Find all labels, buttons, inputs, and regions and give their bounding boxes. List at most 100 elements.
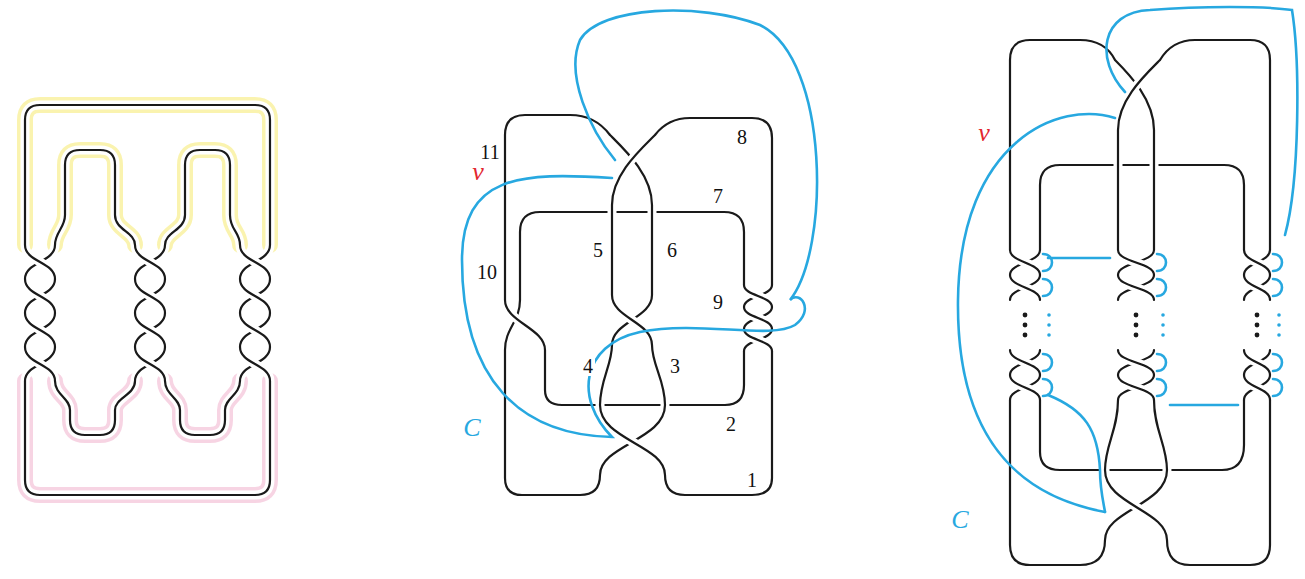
knot-strand bbox=[1118, 250, 1154, 275]
curve-c bbox=[1157, 354, 1166, 371]
knot-strand bbox=[165, 381, 240, 435]
knot-strand bbox=[1244, 275, 1270, 300]
knot-strand bbox=[1167, 400, 1270, 565]
knot-strand bbox=[135, 347, 165, 381]
crossing-gap bbox=[744, 329, 772, 351]
crossing-gap bbox=[135, 279, 165, 313]
crossing-gap bbox=[1010, 350, 1040, 375]
crossing-gap bbox=[1244, 275, 1270, 300]
knot-strand bbox=[25, 381, 270, 495]
knot-strand bbox=[655, 118, 772, 285]
ellipsis-dot bbox=[1023, 323, 1028, 328]
crossing-gap bbox=[1244, 250, 1270, 275]
knot-strand bbox=[505, 115, 610, 300]
knot-strand bbox=[1010, 350, 1040, 375]
knot-strand bbox=[600, 345, 612, 405]
crossing-gap bbox=[165, 381, 240, 435]
knot-strand bbox=[1118, 375, 1154, 400]
knot-strand bbox=[25, 347, 55, 381]
knot-strand bbox=[744, 329, 772, 351]
ellipsis-dot bbox=[1023, 313, 1028, 318]
ellipsis-dot bbox=[1161, 323, 1165, 327]
knot-strand bbox=[744, 329, 772, 351]
knot-strand bbox=[612, 205, 652, 345]
ellipsis-dot bbox=[1134, 313, 1139, 318]
crossing-gap bbox=[1010, 375, 1040, 400]
curve-c bbox=[1170, 404, 1238, 407]
knot-strand bbox=[744, 285, 772, 307]
ellipsis-dot bbox=[1047, 333, 1051, 337]
crossing-gap bbox=[135, 279, 165, 313]
knot-strand bbox=[1040, 400, 1244, 470]
knot-strand bbox=[1010, 350, 1040, 375]
knot-strand bbox=[135, 245, 165, 279]
knot-strand bbox=[55, 381, 135, 435]
crossing-gap bbox=[1118, 60, 1160, 250]
crossing-gap bbox=[744, 285, 772, 307]
knot-strand bbox=[1244, 275, 1270, 300]
crossing-gap bbox=[612, 135, 655, 205]
crossing-gap bbox=[612, 205, 652, 345]
crossing-gap bbox=[55, 381, 135, 435]
knot-strand bbox=[240, 245, 270, 279]
crossing-gap bbox=[25, 279, 55, 313]
knot-strand bbox=[1244, 250, 1270, 275]
crossing-gap bbox=[505, 115, 610, 300]
knot-strand bbox=[25, 279, 55, 313]
knot-strand bbox=[1160, 40, 1270, 250]
crossing-gap bbox=[1244, 275, 1270, 300]
ellipsis-dot bbox=[1134, 323, 1139, 328]
vertex-label: v bbox=[470, 159, 486, 185]
knot-strand bbox=[1154, 400, 1167, 470]
knot-strand bbox=[25, 245, 55, 279]
knot-strand bbox=[744, 285, 772, 307]
knot-strand bbox=[1010, 400, 1105, 565]
ellipsis-dot bbox=[1277, 313, 1281, 317]
crossing-gap bbox=[135, 347, 165, 381]
knot-strand bbox=[240, 313, 270, 347]
crossing-gap bbox=[744, 329, 772, 351]
knot-strand bbox=[744, 307, 772, 329]
crossing-gap bbox=[165, 150, 240, 245]
ellipsis-dot bbox=[1047, 323, 1051, 327]
left-panel bbox=[25, 105, 270, 495]
crossing-gap bbox=[1040, 400, 1244, 470]
knot-strand bbox=[1118, 275, 1154, 300]
highlight-band bbox=[55, 381, 135, 435]
strand-number: 9 bbox=[711, 292, 725, 312]
crossing-gap bbox=[1010, 275, 1040, 300]
vertex-label: v bbox=[976, 120, 992, 146]
knot-strand bbox=[1010, 250, 1040, 275]
knot-strand bbox=[240, 347, 270, 381]
crossing-gap bbox=[1154, 400, 1167, 470]
crossing-gap bbox=[1010, 275, 1040, 300]
crossing-gap bbox=[240, 245, 270, 279]
knot-strand bbox=[135, 347, 165, 381]
crossing-gap bbox=[240, 347, 270, 381]
knot-strand bbox=[1118, 350, 1154, 375]
knot-strand bbox=[25, 313, 55, 347]
crossing-gap bbox=[1167, 400, 1270, 565]
ellipsis-dot bbox=[1277, 333, 1281, 337]
knot-strand bbox=[1010, 275, 1040, 300]
strand-number: 6 bbox=[665, 240, 679, 260]
knot-strand bbox=[135, 245, 165, 279]
curve-label: C bbox=[949, 507, 970, 533]
crossing-gap bbox=[1118, 250, 1154, 275]
ellipsis-dot bbox=[1161, 313, 1165, 317]
crossing-gap bbox=[1118, 350, 1154, 375]
highlight-band bbox=[25, 381, 270, 495]
middle-panel bbox=[505, 115, 772, 495]
crossing-gap bbox=[55, 150, 135, 245]
knot-strand bbox=[55, 150, 135, 245]
knot-strand bbox=[25, 347, 55, 381]
ellipsis-dot bbox=[1161, 333, 1165, 337]
crossing-gap bbox=[135, 313, 165, 347]
crossing-gap bbox=[600, 405, 665, 475]
knot-strand bbox=[135, 313, 165, 347]
crossing-gap bbox=[744, 285, 772, 307]
knot-strand bbox=[240, 313, 270, 347]
curve-c bbox=[1043, 354, 1052, 371]
